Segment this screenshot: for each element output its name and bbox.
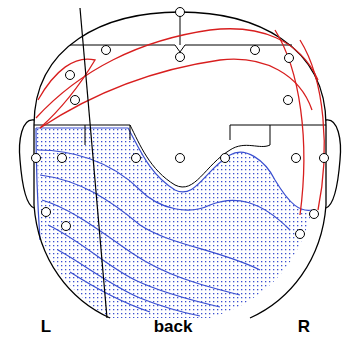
right-ear — [326, 120, 340, 208]
section-line — [80, 8, 107, 318]
head-outline — [34, 12, 326, 318]
left-ear — [20, 120, 34, 208]
side-label: back — [154, 318, 193, 335]
side-label: R — [298, 318, 310, 335]
red-contours — [36, 29, 324, 215]
side-label: L — [41, 318, 51, 335]
activity-region — [36, 128, 312, 318]
electrodes — [32, 8, 329, 239]
blue-contours — [36, 128, 312, 316]
cap-outline — [34, 12, 326, 187]
